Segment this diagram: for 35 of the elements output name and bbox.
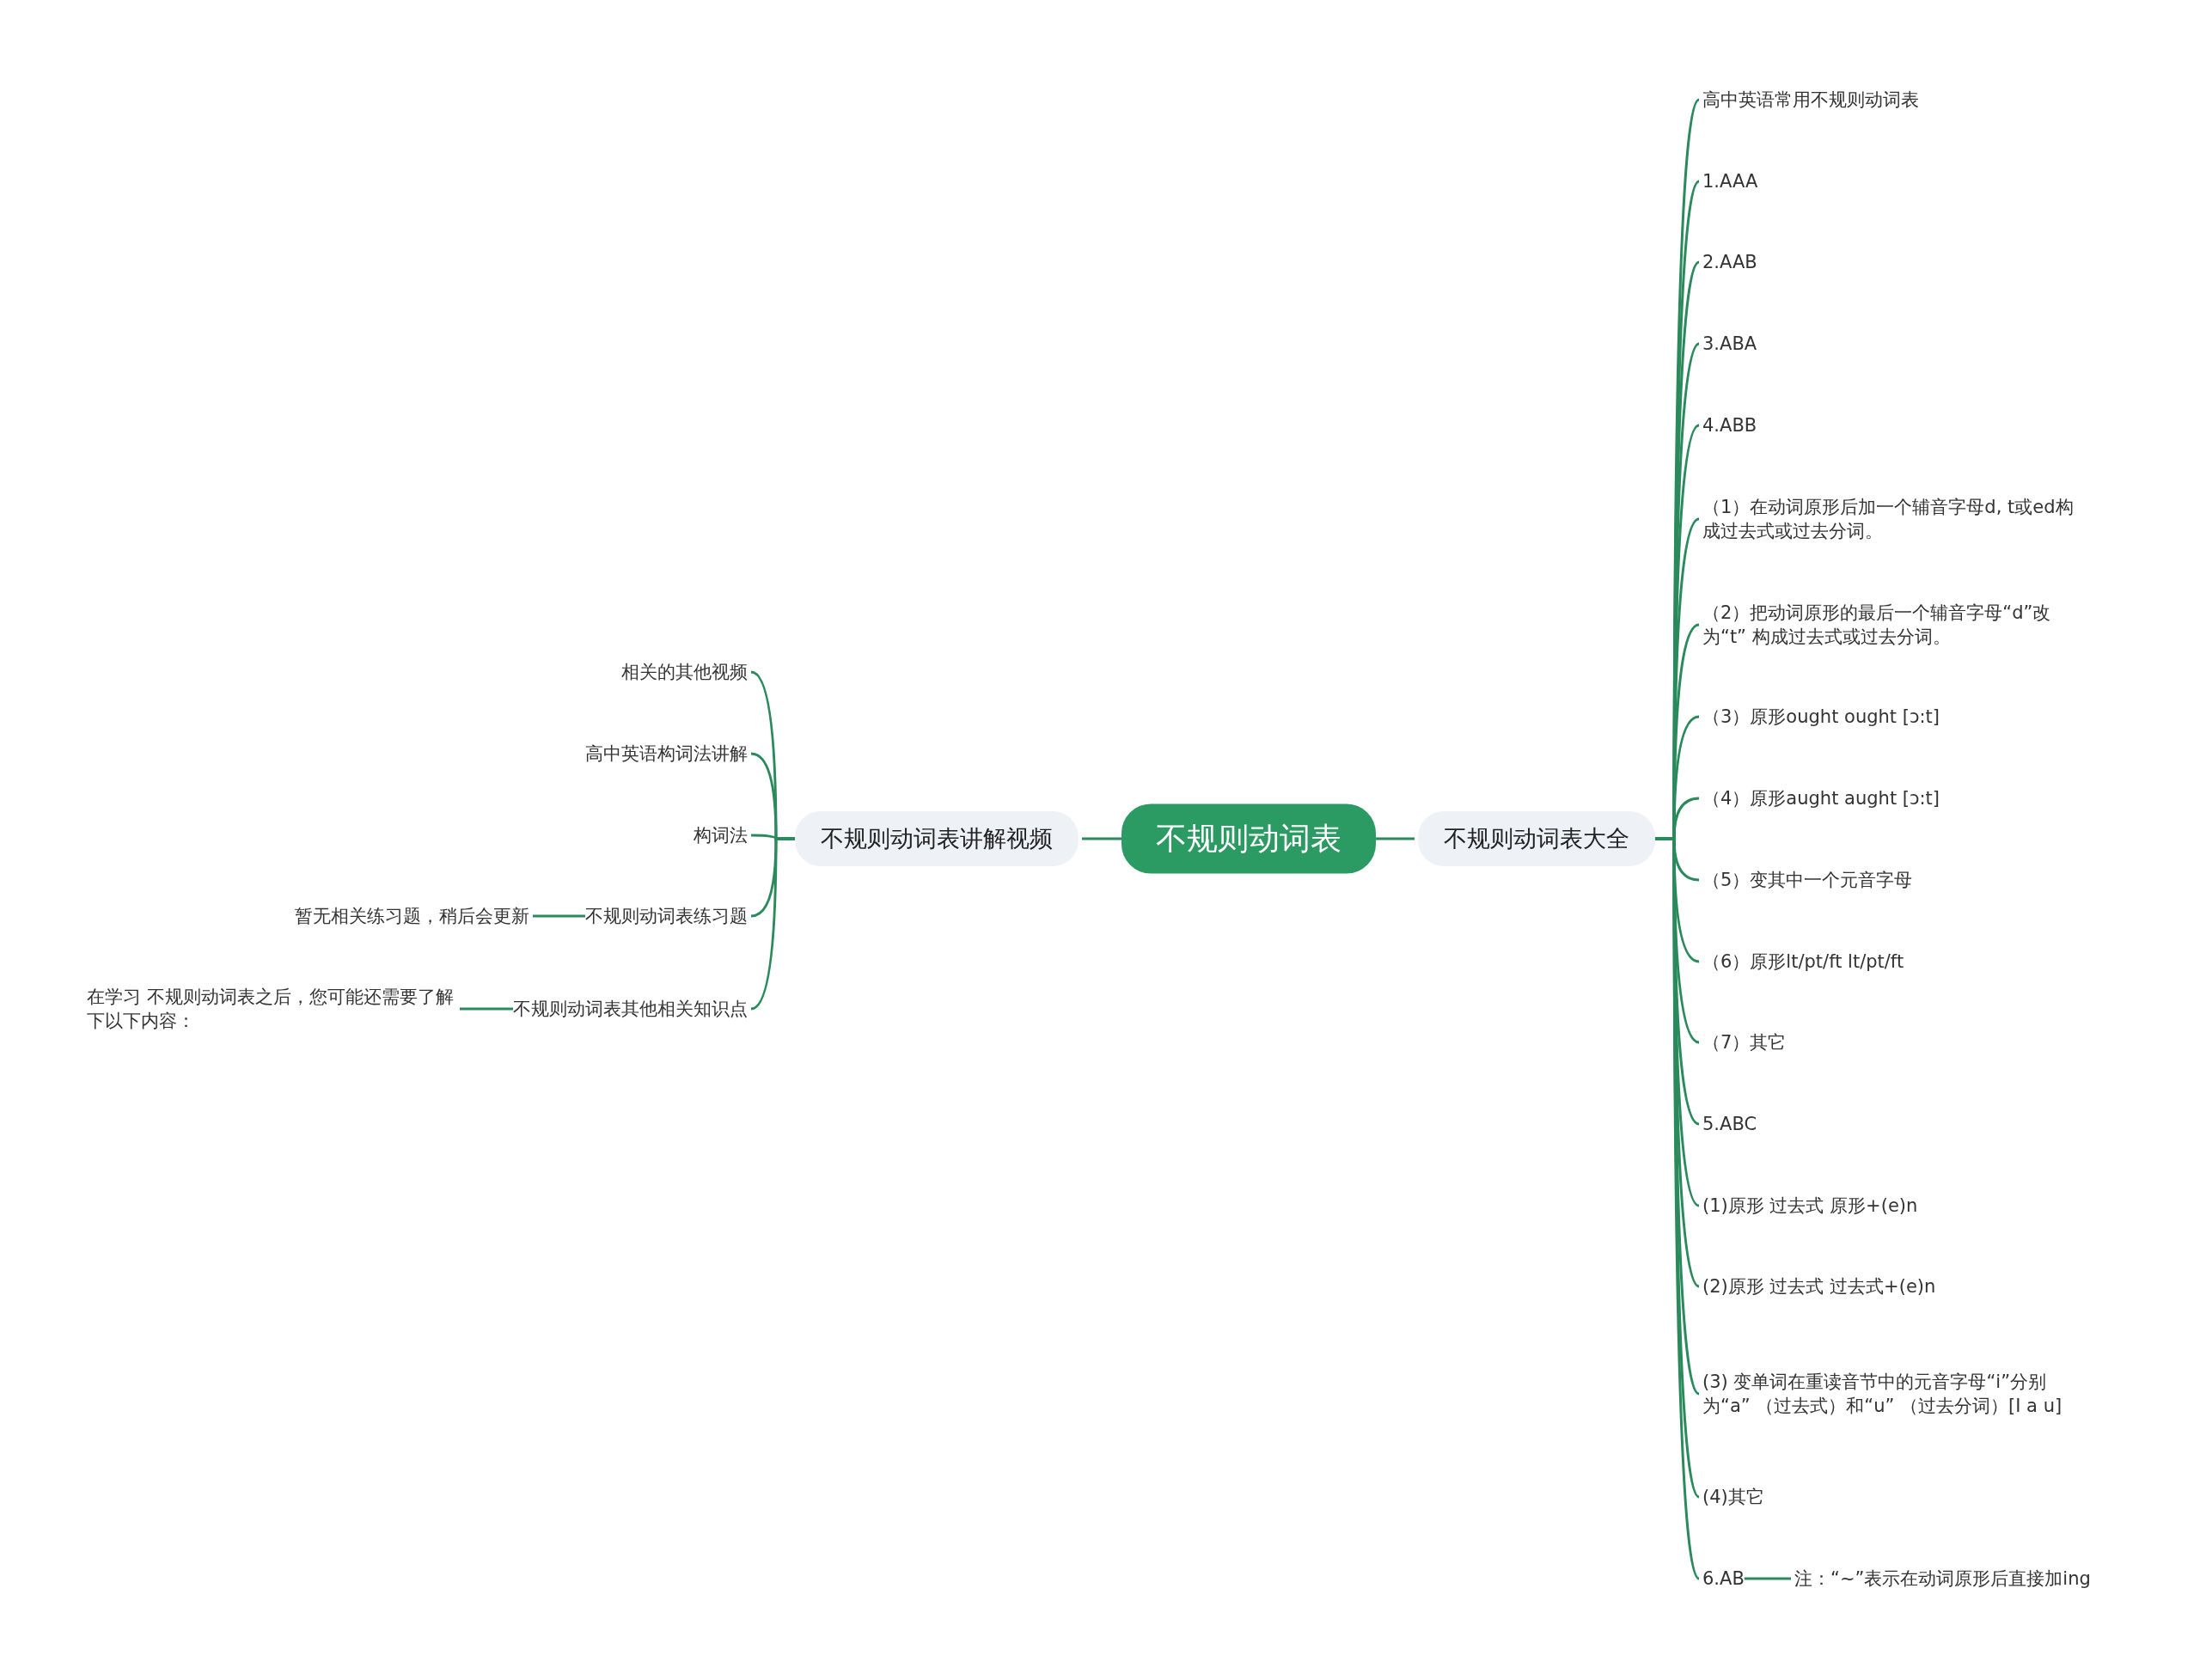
topic-text: 不规则动词表练习题 xyxy=(585,903,748,929)
branch-topic: 不规则动词表大全 xyxy=(1418,811,1655,866)
topic-text: 注：“~”表示在动词原形后直接加ing xyxy=(1794,1566,2091,1591)
topic-text: 相关的其他视频 xyxy=(621,659,748,685)
topic-text: （1）在动词原形后加一个辅音字母d, t或ed构成过去式或过去分词。 xyxy=(1702,494,2081,544)
topic-text: （3）原形ought ought [ɔ:t] xyxy=(1702,704,1940,730)
topic-text: （7）其它 xyxy=(1702,1029,1787,1055)
connector-line xyxy=(1376,837,1415,840)
topic-text: 3.ABA xyxy=(1702,331,1757,357)
topic-text: 在学习 不规则动词表之后，您可能还需要了解下以下内容： xyxy=(87,984,456,1034)
topic-text: 5.ABC xyxy=(1702,1111,1757,1137)
topic-text: （2）把动词原形的最后一个辅音字母“d”改为“t” 构成过去式或过去分词。 xyxy=(1702,600,2081,650)
topic-text: 构词法 xyxy=(694,822,748,848)
topic-text: （4）原形aught aught [ɔ:t] xyxy=(1702,785,1940,811)
topic-text: (3) 变单词在重读音节中的元音字母“i”分别为“a” （过去式）和“u” （过去分词）[I a u] xyxy=(1702,1369,2081,1419)
topic-text: 4.ABB xyxy=(1702,412,1757,438)
topic-text: (1)原形 过去式 原形+(e)n xyxy=(1702,1193,1918,1219)
connector-line xyxy=(460,1007,513,1011)
topic-text: 2.AAB xyxy=(1702,249,1757,275)
central-topic: 不规则动词表 xyxy=(1121,803,1376,874)
connector-line xyxy=(750,837,795,1011)
connector-line xyxy=(533,914,585,918)
topic-text: 6.AB xyxy=(1702,1566,1745,1591)
branch-topic: 不规则动词表讲解视频 xyxy=(795,811,1079,866)
topic-text: 暂无相关练习题，稍后会更新 xyxy=(295,903,529,929)
topic-text: 高中英语常用不规则动词表 xyxy=(1702,87,1919,113)
topic-text: （5）变其中一个元音字母 xyxy=(1702,867,1913,893)
topic-text: （6）原形lt/pt/ft lt/pt/ft xyxy=(1702,949,1904,974)
topic-text: 1.AAA xyxy=(1702,168,1758,194)
topic-text: 不规则动词表其他相关知识点 xyxy=(513,996,748,1022)
connector-line xyxy=(1082,837,1121,840)
topic-text: (2)原形 过去式 过去式+(e)n xyxy=(1702,1274,1936,1299)
topic-text: (4)其它 xyxy=(1702,1484,1764,1510)
connector-line xyxy=(1744,1577,1791,1580)
topic-text: 高中英语构词法讲解 xyxy=(585,741,748,767)
